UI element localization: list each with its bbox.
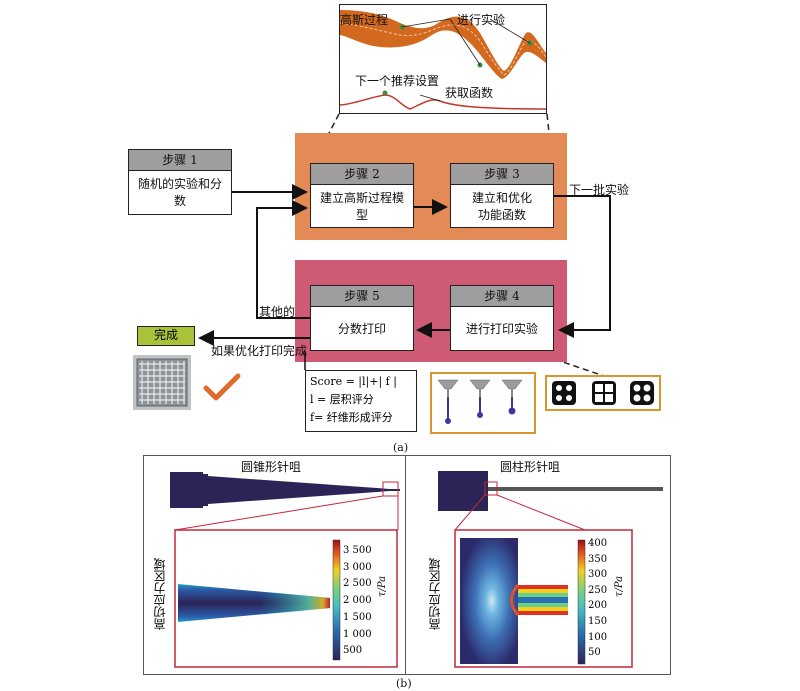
step-3-body: 建立和优化 功能函数 (451, 185, 553, 226)
caption-a: (a) (393, 441, 409, 454)
step-5-header: 步骤 5 (311, 286, 413, 307)
panel-b-divider (405, 455, 406, 675)
cylindrical-nozzle-title: 圆柱形针咀 (500, 460, 561, 474)
checkmark-icon (203, 373, 241, 401)
left-tick: 3 500 (343, 545, 372, 556)
cylindrical-nozzle-shape (438, 471, 488, 511)
gp-chart (340, 10, 546, 110)
right-tick: 350 (588, 553, 608, 565)
score-formula-box: Score = |l|+| f | l = 层积评分 f= 纤维形成评分 (305, 370, 417, 432)
experiment-label: 进行实验 (457, 13, 506, 27)
step-3-box: 步骤 3 建立和优化 功能函数 (450, 163, 554, 228)
step-1-header: 步骤 1 (129, 150, 231, 171)
right-tick: 200 (588, 600, 608, 612)
step-2-text: 建立高斯过程模型 (319, 190, 404, 222)
gp-confidence-band (340, 10, 546, 79)
step-3-line-1: 建立和优化 (471, 190, 532, 205)
panel-b-frame (143, 455, 671, 675)
right-colorbar (577, 539, 586, 665)
acquisition-function-label: 获取函数 (445, 86, 494, 100)
right-tick: 400 (588, 538, 608, 549)
step-5-box: 步骤 5 分数打印 (310, 285, 414, 351)
next-setting-label: 下一个推荐设置 (355, 74, 440, 88)
right-tick: 300 (588, 569, 608, 581)
step-2-box: 步骤 2 建立高斯过程模型 (310, 163, 414, 228)
score-formula: Score = |l|+| f | (310, 375, 397, 388)
right-tick: 250 (588, 584, 608, 596)
left-tick: 2 000 (343, 595, 372, 607)
step-4-header: 步骤 4 (451, 286, 553, 307)
printed-scaffold-image (133, 355, 191, 410)
gp-chart-panel (339, 4, 547, 114)
left-tick: 500 (343, 645, 363, 657)
complete-label: 完成 (153, 328, 178, 342)
conical-nozzle-title: 圆锥形针咀 (241, 460, 302, 474)
right-tick: 100 (588, 631, 608, 643)
scaffold-pattern-image (552, 381, 654, 405)
print-nozzle-image (437, 379, 523, 424)
left-tick: 2 500 (343, 578, 372, 590)
step-1-text: 随机的实验和分数 (137, 177, 222, 208)
left-colorbar-unit: τ/Pa (377, 575, 388, 597)
right-colorbar-ticks: 400 350 300 250 200 150 100 50 (588, 536, 607, 661)
step-4-text: 进行打印实验 (465, 321, 538, 336)
next-batch-label: 下一批实验 (569, 183, 630, 197)
caption-b: (b) (396, 677, 412, 690)
score-l-definition: l = 层积评分 (310, 393, 374, 406)
right-colorbar-unit: τ/Pa (614, 575, 625, 597)
step-3-header: 步骤 3 (451, 164, 553, 185)
step-4-box: 步骤 4 进行打印实验 (450, 285, 554, 351)
right-tick: 150 (588, 615, 608, 627)
score-f-definition: f= 纤维形成评分 (310, 411, 393, 424)
left-tick: 3 000 (343, 561, 372, 573)
step-2-header: 步骤 2 (311, 164, 413, 185)
gp-label: 高斯过程 (340, 13, 389, 27)
step-5-text: 分数打印 (337, 321, 386, 336)
complete-badge: 完成 (137, 326, 195, 346)
conical-nozzle-shape (170, 472, 400, 508)
step-1-box: 步骤 1 随机的实验和分数 (128, 149, 232, 215)
step-3-line-2: 功能函数 (477, 207, 526, 222)
if-optimized-label: 如果优化打印完成 (211, 344, 308, 358)
left-region-label: 高切应力区域 (153, 558, 167, 630)
others-label: 其他的 (259, 305, 296, 319)
left-tick: 1 500 (343, 611, 372, 623)
right-tick: 50 (588, 647, 601, 659)
left-colorbar-ticks: 3 500 3 000 2 500 2 000 1 500 1 000 500 (343, 543, 372, 660)
right-region-label: 高切应力区域 (428, 558, 442, 630)
left-tick: 1 000 (343, 628, 372, 640)
left-colorbar (332, 539, 341, 661)
acquisition-function-curve (340, 94, 546, 110)
next-setting-point (382, 90, 388, 96)
